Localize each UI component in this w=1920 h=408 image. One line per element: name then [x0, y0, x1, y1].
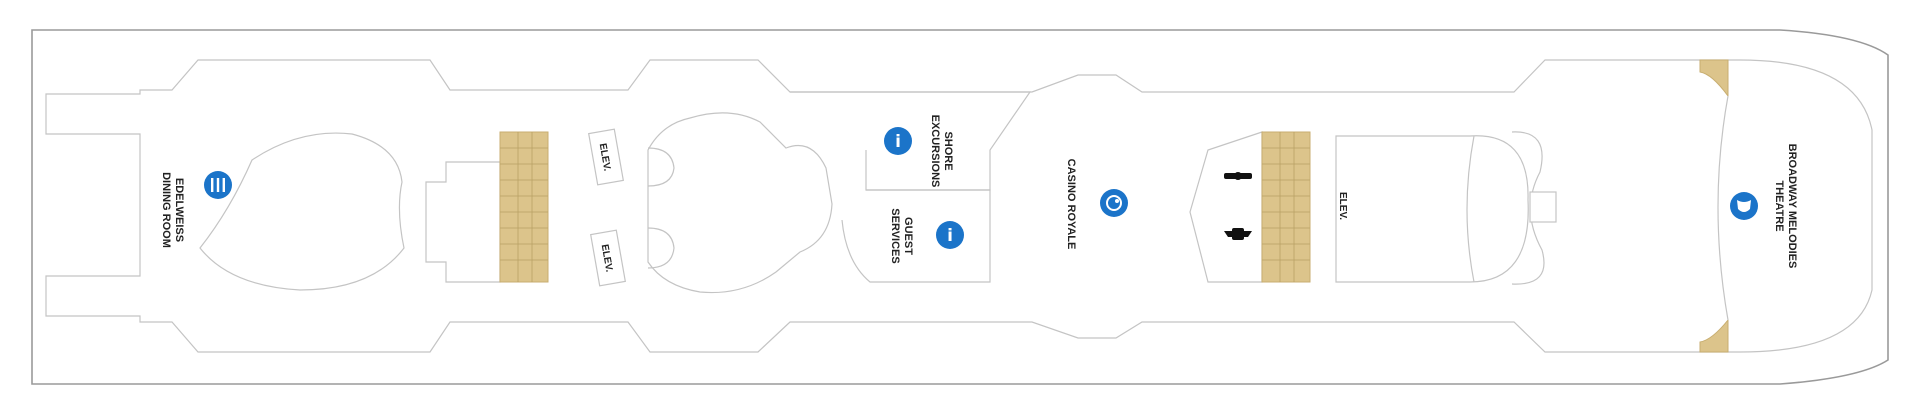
shore-excursions-info-icon: i [884, 127, 912, 155]
ship-hull-outline [31, 29, 1889, 385]
svg-text:THEATRE: THEATRE [1773, 180, 1785, 231]
svg-text:ELEV.: ELEV. [599, 244, 615, 274]
svg-text:EXCURSIONS: EXCURSIONS [929, 115, 941, 188]
casino-royale-label: CASINO ROYALE [1065, 159, 1077, 250]
theatre-label: BROADWAY MELODIES THEATRE [1773, 144, 1798, 269]
atrium-inner-lobe-lower [647, 227, 675, 269]
dining-room-label: EDELWEISS DINING ROOM [160, 172, 185, 248]
svg-text:GUEST: GUEST [902, 217, 914, 255]
guest-services-label: GUEST SERVICES [889, 208, 914, 263]
deck-interior-outline [45, 59, 1873, 353]
theatre-front-edge [1717, 95, 1729, 321]
forward-elevator-bank [1335, 135, 1529, 283]
aft-elevator-lower: ELEV. [589, 229, 627, 287]
guest-services-room [841, 189, 991, 283]
forward-stairwell [1261, 131, 1311, 283]
shore-excursions-label: SHORE EXCURSIONS [929, 115, 954, 188]
svg-text:DINING ROOM: DINING ROOM [160, 172, 172, 248]
shore-excursions-room [790, 91, 1032, 191]
guest-services-info-icon: i [936, 221, 964, 249]
casino-icon [1100, 189, 1128, 217]
svg-text:SERVICES: SERVICES [889, 208, 901, 263]
forward-elevator-label: ELEV. [1337, 192, 1348, 220]
atrium-inner-lobe-upper [647, 147, 675, 187]
theatre-stair-lower [1699, 318, 1729, 353]
aft-stairwell [499, 131, 549, 283]
aft-stairwell-steps [500, 132, 548, 282]
dining-icon [204, 171, 232, 199]
central-atrium [647, 112, 833, 294]
restroom-icon [1224, 172, 1252, 240]
forward-stairwell-steps [1262, 132, 1310, 282]
svg-text:SHORE: SHORE [942, 131, 954, 170]
forward-elevator-divider [1466, 135, 1475, 283]
svg-text:i: i [947, 226, 953, 246]
dining-room-area [199, 132, 405, 291]
forward-service-box [1529, 191, 1557, 223]
aft-elevator-upper: ELEV. [587, 128, 625, 186]
svg-text:CASINO ROYALE: CASINO ROYALE [1065, 159, 1077, 250]
svg-text:EDELWEISS: EDELWEISS [173, 178, 185, 242]
svg-text:ELEV.: ELEV. [597, 143, 613, 173]
svg-text:BROADWAY MELODIES: BROADWAY MELODIES [1786, 144, 1798, 269]
theatre-icon [1730, 192, 1758, 220]
theatre-stair-upper [1699, 59, 1729, 98]
svg-text:i: i [895, 132, 901, 152]
